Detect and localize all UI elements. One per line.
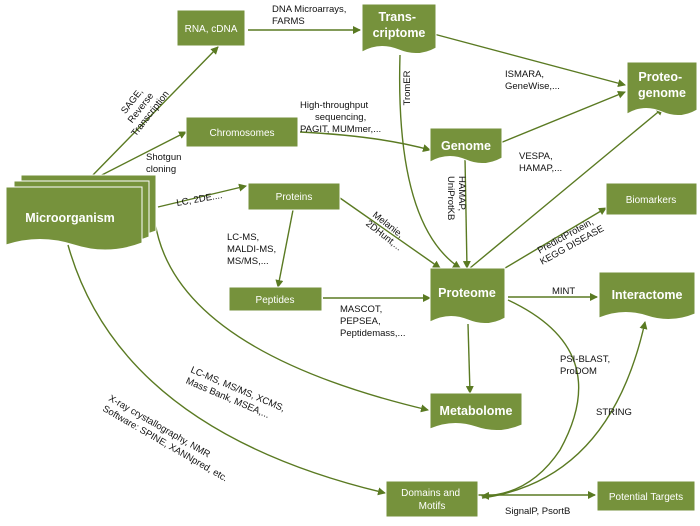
node-chromosomes: Chromosomes (185, 116, 299, 148)
edge-labels: DNA Microarrays, FARMS SAGE, Reverse Tra… (101, 4, 632, 517)
label-shotgun-line2: cloning (146, 164, 176, 175)
domains-motifs-label: Domains and Motifs (401, 488, 463, 512)
label-hamap-uniprot-line1: HAMAP, (456, 176, 467, 211)
edge-microorganism-proteins (157, 183, 247, 208)
edge-proteome-proteogenome (469, 107, 664, 269)
label-xray-line2: Software: SPINE, XANNpred, etc. (101, 403, 230, 484)
domains-motifs-label-line1: Domains and (401, 488, 460, 499)
node-interactome: Interactome (598, 271, 696, 320)
label-lc-2de: LC, 2DE.... (176, 190, 224, 209)
label-psi-blast-line2: ProDOM (560, 366, 597, 377)
label-lc-ms-maldi-line1: LC-MS, (227, 232, 259, 243)
label-mascot-line2: PEPSEA, (340, 316, 381, 327)
proteogenome-label: Proteo- genome (638, 70, 686, 100)
label-shotgun-line1: Shotgun (146, 152, 181, 163)
label-string: STRING (596, 407, 632, 418)
domains-motifs-label-line2: Motifs (419, 501, 446, 512)
label-mascot-line3: Peptidemass,... (340, 328, 405, 339)
transcriptome-label-line1: Trans- (379, 10, 417, 24)
label-high-throughput-line1: High-throughput (300, 100, 368, 111)
label-lc-ms-maldi: LC-MS, MALDI-MS, MS/MS,... (227, 232, 279, 267)
node-domains-motifs: Domains and Motifs (385, 480, 479, 518)
label-signalp: SignalP, PsortB (505, 506, 570, 517)
edges (67, 26, 664, 500)
edge-transcriptome-proteome (398, 54, 461, 269)
edge-chromosomes-genome (299, 131, 431, 152)
node-biomarkers: Biomarkers (605, 182, 698, 216)
edge-proteome-biomarkers (494, 207, 607, 275)
node-microorganism: Microorganism (5, 174, 157, 251)
label-dna-microarrays: DNA Microarrays, FARMS (272, 4, 349, 27)
label-ismara-line2: GeneWise,... (505, 81, 560, 92)
edge-microorganism-rna (89, 46, 219, 179)
transcriptome-label: Trans- criptome (373, 10, 426, 40)
label-ismara-line1: ISMARA, (505, 69, 544, 80)
label-shotgun: Shotgun cloning (146, 152, 184, 175)
label-mint: MINT (552, 286, 575, 297)
potential-targets-label: Potential Targets (609, 492, 683, 503)
label-tromer: TromER (402, 70, 413, 105)
label-hamap-uniprot-line2: UniProtKB (445, 176, 456, 220)
edge-proteome-metabolome (465, 323, 474, 394)
label-vespa-line2: HAMAP,... (519, 163, 562, 174)
edge-microorganism-chromosomes (91, 131, 187, 181)
edge-proteome-domains (481, 299, 580, 500)
label-psi-blast: PSI-BLAST, ProDOM (560, 354, 613, 377)
metabolome-label: Metabolome (440, 404, 513, 418)
microorganism-label: Microorganism (25, 211, 115, 225)
label-dna-microarrays-line2: FARMS (272, 16, 305, 27)
interactome-label: Interactome (612, 288, 683, 302)
proteome-label: Proteome (438, 286, 496, 300)
node-peptides: Peptides (228, 286, 323, 312)
edge-transcriptome-proteogenome (429, 32, 626, 88)
chromosomes-label: Chromosomes (209, 128, 274, 139)
microorganism-front-page (5, 186, 143, 251)
label-vespa: VESPA, HAMAP,... (519, 151, 562, 174)
node-transcriptome: Trans- criptome (361, 3, 437, 54)
label-dna-microarrays-line1: DNA Microarrays, (272, 4, 346, 15)
label-psi-blast-line1: PSI-BLAST, (560, 354, 610, 365)
node-genome: Genome (429, 127, 503, 164)
label-melanie: Melanie, 2DHunt,... (363, 210, 410, 254)
node-proteogenome: Proteo- genome (626, 61, 698, 116)
node-metabolome: Metabolome (429, 392, 523, 431)
label-lc-ms-xcms: LC-MS, MS/MS, XCMS, Mass Bank, MSEA,... (184, 365, 289, 427)
edge-genome-proteome (462, 157, 471, 269)
peptides-label: Peptides (256, 295, 295, 306)
label-vespa-line1: VESPA, (519, 151, 553, 162)
edge-microorganism-domains (67, 244, 386, 496)
label-sage: SAGE, Reverse Transcription (112, 75, 172, 138)
edge-domains-interactome (481, 321, 648, 499)
nodes: Microorganism RNA, cDNA Trans- criptome … (5, 3, 698, 518)
biomarkers-label: Biomarkers (626, 195, 677, 206)
rna-cdna-label: RNA, cDNA (185, 24, 238, 35)
node-proteins: Proteins (247, 182, 341, 211)
proteins-label: Proteins (276, 192, 313, 203)
label-ismara: ISMARA, GeneWise,... (505, 69, 560, 92)
edge-microorganism-metabolome (154, 221, 429, 413)
label-high-throughput-line2: sequencing, (315, 112, 366, 123)
label-xray-line1: X-ray crystallography, NMR (107, 393, 213, 460)
edge-proteins-proteome (339, 197, 441, 269)
label-lc-ms-maldi-line3: MS/MS,... (227, 256, 269, 267)
node-proteome: Proteome (429, 267, 506, 324)
label-high-throughput: High-throughput sequencing, PAGIT, MUMme… (300, 100, 381, 135)
transcriptome-label-line2: criptome (373, 26, 426, 40)
node-potential-targets: Potential Targets (596, 480, 696, 512)
label-xray: X-ray crystallography, NMR Software: SPI… (101, 393, 236, 484)
proteogenome-label-line2: genome (638, 86, 686, 100)
label-predict-protein: PredictProtein, KEGG DISEASE (533, 214, 606, 268)
genome-label: Genome (441, 139, 491, 153)
edge-proteins-peptides (275, 209, 294, 288)
label-mascot-line1: MASCOT, (340, 304, 382, 315)
node-rna-cdna: RNA, cDNA (176, 9, 246, 47)
edge-genome-proteogenome (499, 90, 626, 144)
proteogenome-label-line1: Proteo- (638, 70, 682, 84)
label-mascot: MASCOT, PEPSEA, Peptidemass,... (340, 304, 405, 339)
label-high-throughput-line3: PAGIT, MUMmer,... (300, 124, 381, 135)
label-lc-ms-maldi-line2: MALDI-MS, (227, 244, 276, 255)
label-hamap-uniprot: HAMAP, UniProtKB (445, 176, 467, 220)
